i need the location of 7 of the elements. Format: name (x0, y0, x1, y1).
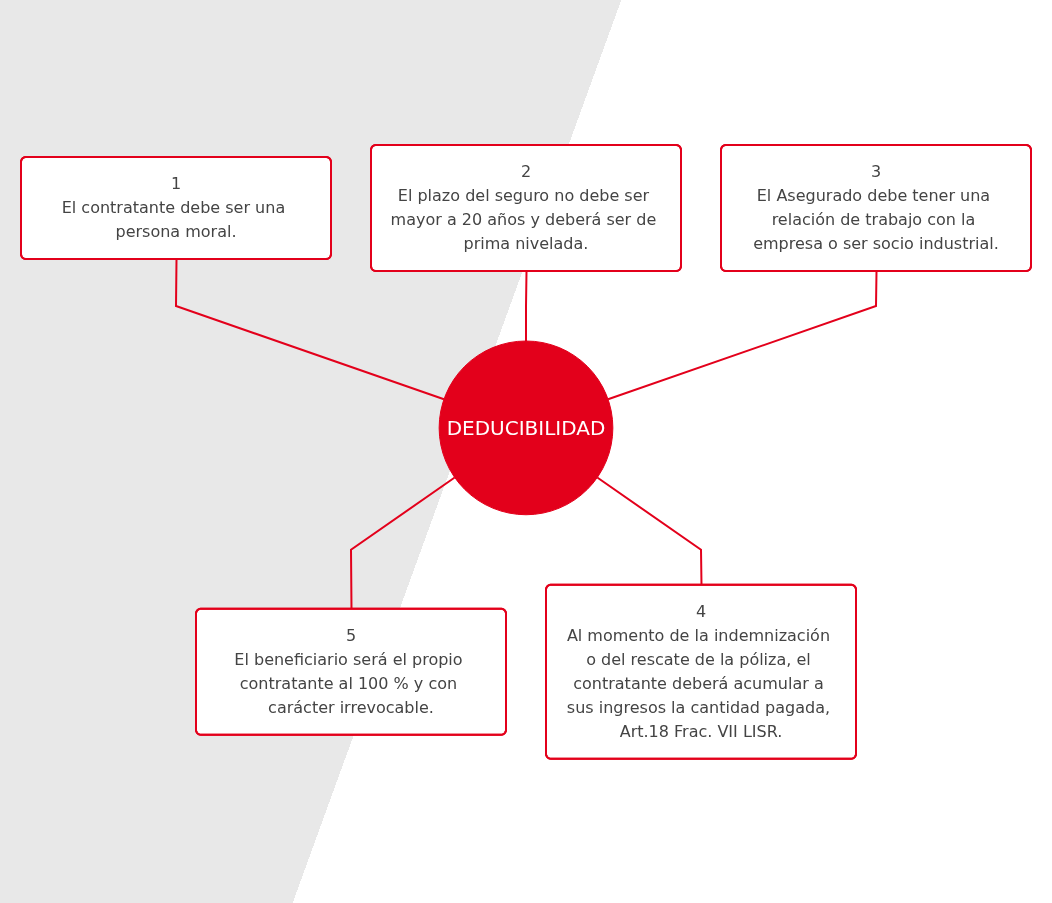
node-text: 3 El Asegurado debe tener una relación de trabajo con la empresa o ser socio industrial. (753, 161, 999, 253)
connector (525, 270, 528, 342)
connector (350, 476, 456, 610)
connector (175, 258, 445, 400)
connector (607, 270, 878, 400)
connector (596, 476, 703, 586)
node-circle: DEDUCIBILIDAD (438, 340, 614, 515)
